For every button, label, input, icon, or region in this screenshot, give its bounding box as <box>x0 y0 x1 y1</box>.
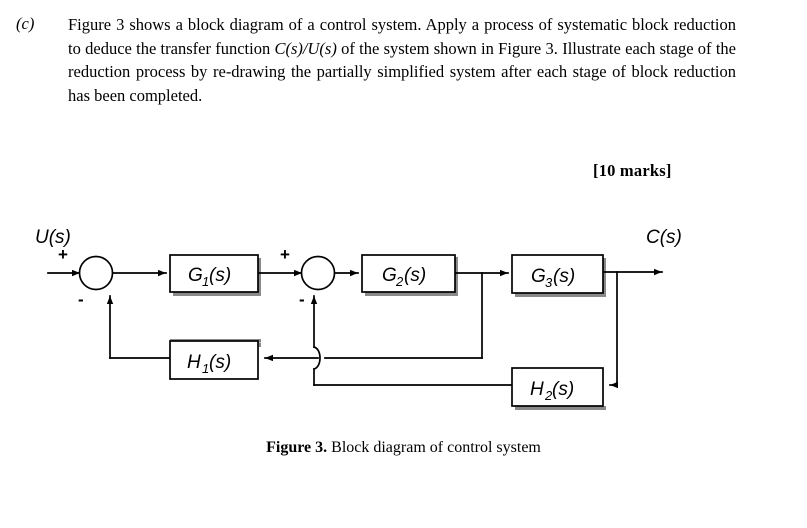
question-text-part2: of the system shown in Figure 3. Illustr… <box>68 38 736 105</box>
g2-sub: 2 <box>395 274 404 289</box>
wire-output-takeoff-to-h2 <box>609 271 618 389</box>
svg-text:(s): (s) <box>553 266 575 287</box>
wire-h1-to-sum1 <box>106 295 171 359</box>
sum2-minus-sign: - <box>299 290 305 309</box>
svg-text:H: H <box>187 352 201 373</box>
summing-junction-1 <box>78 255 114 291</box>
block-g1 <box>169 254 259 293</box>
g1-sub: 1 <box>202 274 209 289</box>
svg-text:(s): (s) <box>404 265 426 286</box>
svg-text:1: 1 <box>202 274 209 289</box>
svg-text:(s): (s) <box>209 265 231 286</box>
wire-g2-takeoff-to-h1 <box>324 272 483 359</box>
question-text: Figure 3 shows a block diagram of a cont… <box>68 13 736 107</box>
g3-main: G <box>531 266 546 287</box>
input-signal-label: U(s) <box>35 227 71 248</box>
svg-text:G: G <box>382 265 397 286</box>
sum1-plus-sign: + <box>58 245 68 264</box>
wire-h2-to-sum2 <box>310 295 513 386</box>
marks-allocation: [10 marks] <box>593 161 672 180</box>
question-text-part1: Figure 3 shows a block diagram of a cont… <box>68 15 736 58</box>
block-diagram: U(s) C(s) + - + - G 1 (s) G 2 (s) G 3 (s… <box>0 210 807 425</box>
block-h2-label: H 2 (s) <box>530 379 574 403</box>
figure-caption: Figure 3. Block diagram of control syste… <box>0 439 807 457</box>
svg-text:G: G <box>188 265 203 286</box>
svg-text:G: G <box>531 266 546 287</box>
svg-text:2: 2 <box>544 388 553 403</box>
question-label: (c) <box>16 14 35 33</box>
g2-tail: (s) <box>404 265 426 286</box>
output-signal-label: C(s) <box>646 227 682 248</box>
block-h1-label: H 1 (s) <box>187 352 231 376</box>
block-g2-label: G 2 (s) <box>382 265 426 289</box>
svg-text:3: 3 <box>545 275 553 290</box>
block-g2 <box>361 254 456 293</box>
g2-main: G <box>382 265 397 286</box>
figure-caption-text: Block diagram of control system <box>327 439 541 456</box>
g3-tail: (s) <box>553 266 575 287</box>
svg-text:2: 2 <box>395 274 404 289</box>
svg-text:1: 1 <box>202 361 209 376</box>
h2-sub: 2 <box>544 388 553 403</box>
block-g3 <box>511 254 604 294</box>
svg-text:(s): (s) <box>552 379 574 400</box>
svg-text:(s): (s) <box>209 352 231 373</box>
h1-main: H <box>187 352 201 373</box>
g1-main: G <box>188 265 203 286</box>
h1-sub: 1 <box>202 361 209 376</box>
transfer-function-expression: C(s)/U(s) <box>274 38 337 58</box>
g3-sub: 3 <box>545 275 553 290</box>
g1-tail: (s) <box>209 265 231 286</box>
svg-text:H: H <box>530 379 544 400</box>
block-g1-label: G 1 (s) <box>188 265 231 289</box>
block-g3-label: G 3 (s) <box>531 266 575 290</box>
sum2-plus-sign: + <box>280 245 290 264</box>
summing-junction-2 <box>300 255 336 291</box>
figure-caption-number: Figure 3. <box>266 439 328 456</box>
diagram-text-labels: U(s) C(s) + - + - G 1 (s) G 2 (s) G 3 (s… <box>35 227 682 403</box>
h2-main: H <box>530 379 544 400</box>
block-h2 <box>511 367 604 407</box>
sum1-minus-sign: - <box>78 290 84 309</box>
block-h1 <box>169 340 259 380</box>
h1-tail: (s) <box>209 352 231 373</box>
h2-tail: (s) <box>552 379 574 400</box>
